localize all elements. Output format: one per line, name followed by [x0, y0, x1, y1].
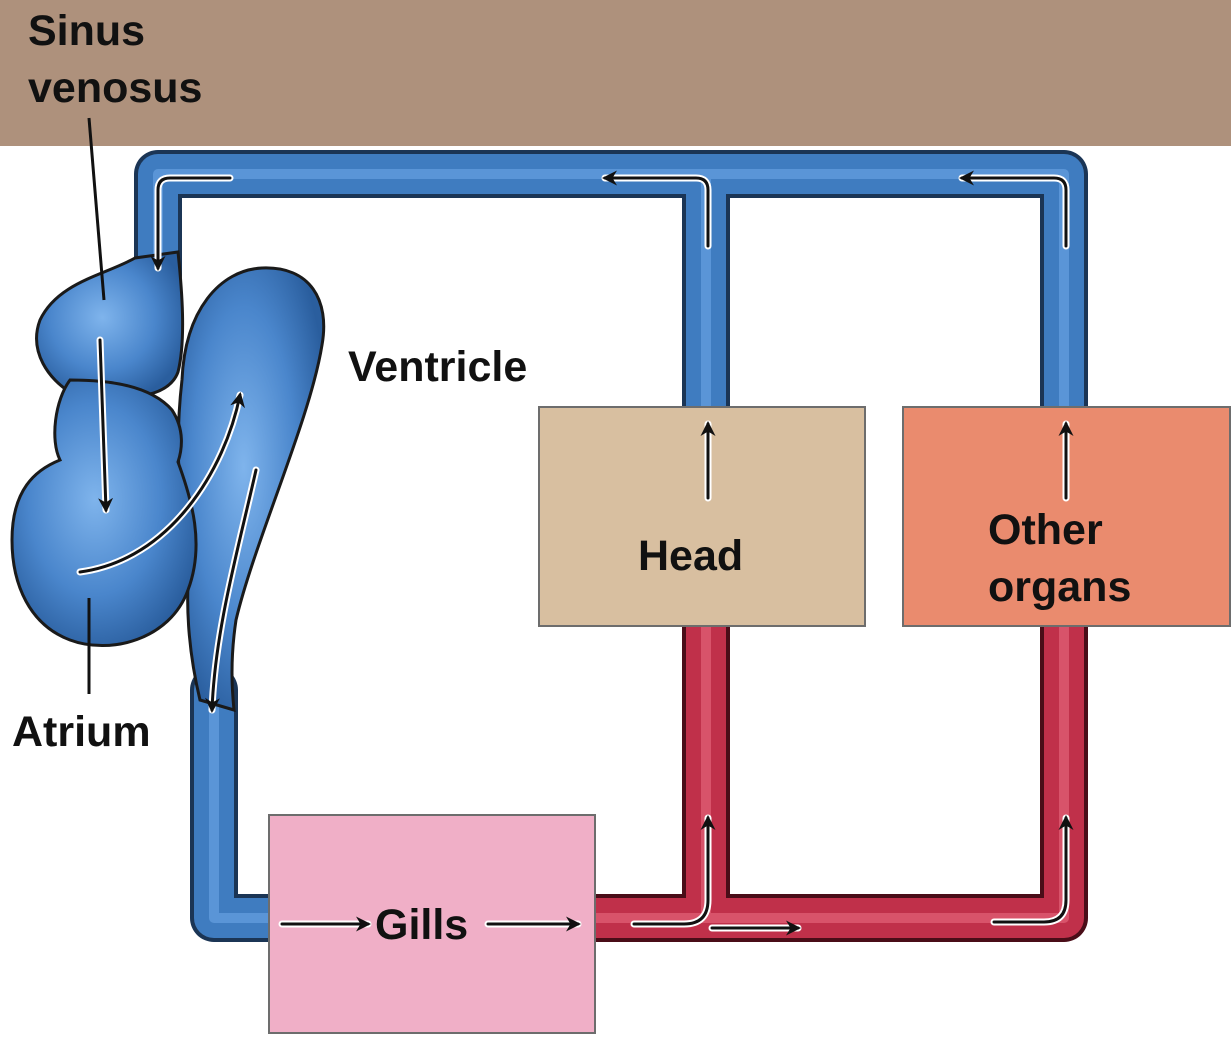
head-label: Head — [638, 531, 743, 581]
other-organs-label-line1: Other — [988, 505, 1103, 555]
other-organs-label-line2: organs — [988, 562, 1131, 612]
sinus-venosus-label-line1: Sinus — [28, 6, 145, 56]
gills-label: Gills — [375, 900, 468, 950]
sinus-venosus-label-line2: venosus — [28, 63, 202, 113]
ventricle-label: Ventricle — [348, 342, 527, 392]
atrium-label: Atrium — [12, 707, 151, 757]
